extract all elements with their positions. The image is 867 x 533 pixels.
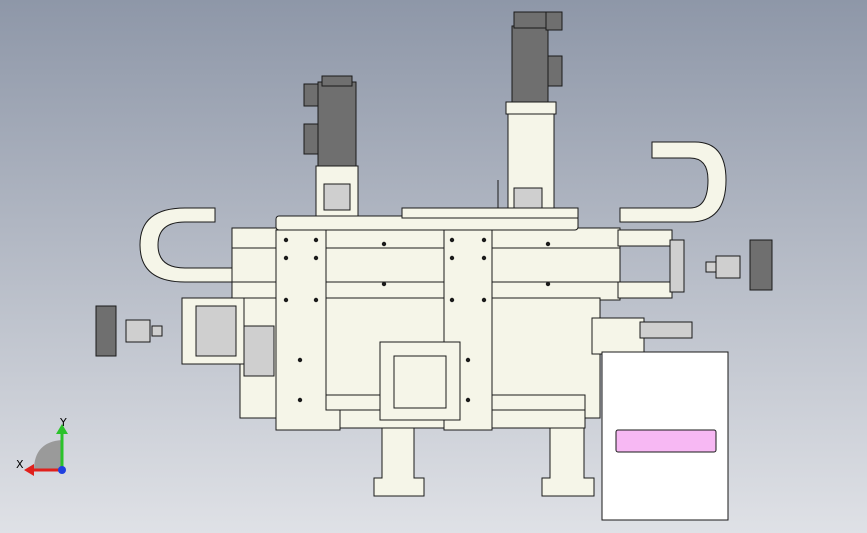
bolt-hole <box>481 297 487 303</box>
bolt-hole <box>283 237 289 243</box>
triad-plane <box>34 440 62 470</box>
bolt-hole <box>449 297 455 303</box>
bolt-hole <box>313 255 319 261</box>
triad-y-label: Y <box>59 416 67 429</box>
float-part-left-3[interactable] <box>151 325 163 337</box>
side-motor-gearbox[interactable] <box>243 325 275 377</box>
right-motor-connector-lower[interactable] <box>547 55 563 87</box>
beam-end-block[interactable] <box>669 239 685 293</box>
triad-x-arrow <box>24 464 34 476</box>
float-part-left-2[interactable] <box>125 319 151 343</box>
right-cable-chain[interactable] <box>619 141 727 223</box>
left-vertical-plate[interactable] <box>275 229 341 431</box>
left-motor-cap[interactable] <box>321 75 353 87</box>
beam-end-cap-lower[interactable] <box>617 281 673 299</box>
bolt-hole <box>449 237 455 243</box>
right-motor-flange[interactable] <box>505 101 557 115</box>
float-part-right-1[interactable] <box>749 239 773 291</box>
float-part-right-3[interactable] <box>705 261 717 273</box>
float-part-right-2[interactable] <box>715 255 741 279</box>
bolt-hole <box>545 281 551 287</box>
right-motor-cap[interactable] <box>513 11 547 29</box>
side-bracket-arm[interactable] <box>639 321 693 339</box>
triad-z-axis <box>58 466 66 474</box>
left-motor-connector[interactable] <box>303 83 319 107</box>
bolt-hole <box>381 281 387 287</box>
side-bracket[interactable] <box>591 317 645 355</box>
left-leg[interactable] <box>373 427 425 497</box>
bolt-hole <box>481 255 487 261</box>
bolt-hole <box>381 241 387 247</box>
bolt-hole <box>313 297 319 303</box>
bolt-hole <box>481 237 487 243</box>
cross-frame[interactable] <box>379 341 461 421</box>
right-coupling[interactable] <box>513 187 543 209</box>
float-part-left-1[interactable] <box>95 305 117 357</box>
left-coupling[interactable] <box>323 183 351 211</box>
cabinet-indicator-panel[interactable] <box>615 429 717 453</box>
beam-end-cap[interactable] <box>617 229 673 247</box>
bolt-holes <box>283 237 551 403</box>
left-motor-body[interactable] <box>317 81 357 167</box>
bolt-hole <box>283 255 289 261</box>
beam-top-plate-right[interactable] <box>401 207 579 219</box>
triad-y-arrow <box>56 424 68 434</box>
bolt-hole <box>297 357 303 363</box>
bolt-hole <box>283 297 289 303</box>
side-motor-body[interactable] <box>195 305 237 357</box>
bolt-hole <box>465 357 471 363</box>
right-motor-body[interactable] <box>511 25 549 103</box>
bolt-hole <box>297 397 303 403</box>
right-motor-connector[interactable] <box>545 11 563 31</box>
bolt-hole <box>465 397 471 403</box>
bolt-hole <box>545 241 551 247</box>
triad-x-label: X <box>16 458 24 471</box>
bolt-hole <box>449 255 455 261</box>
coordinate-triad-icon: Y X <box>16 416 68 476</box>
left-motor-connector-lower[interactable] <box>303 123 319 155</box>
bolt-hole <box>313 237 319 243</box>
right-leg[interactable] <box>541 427 595 497</box>
